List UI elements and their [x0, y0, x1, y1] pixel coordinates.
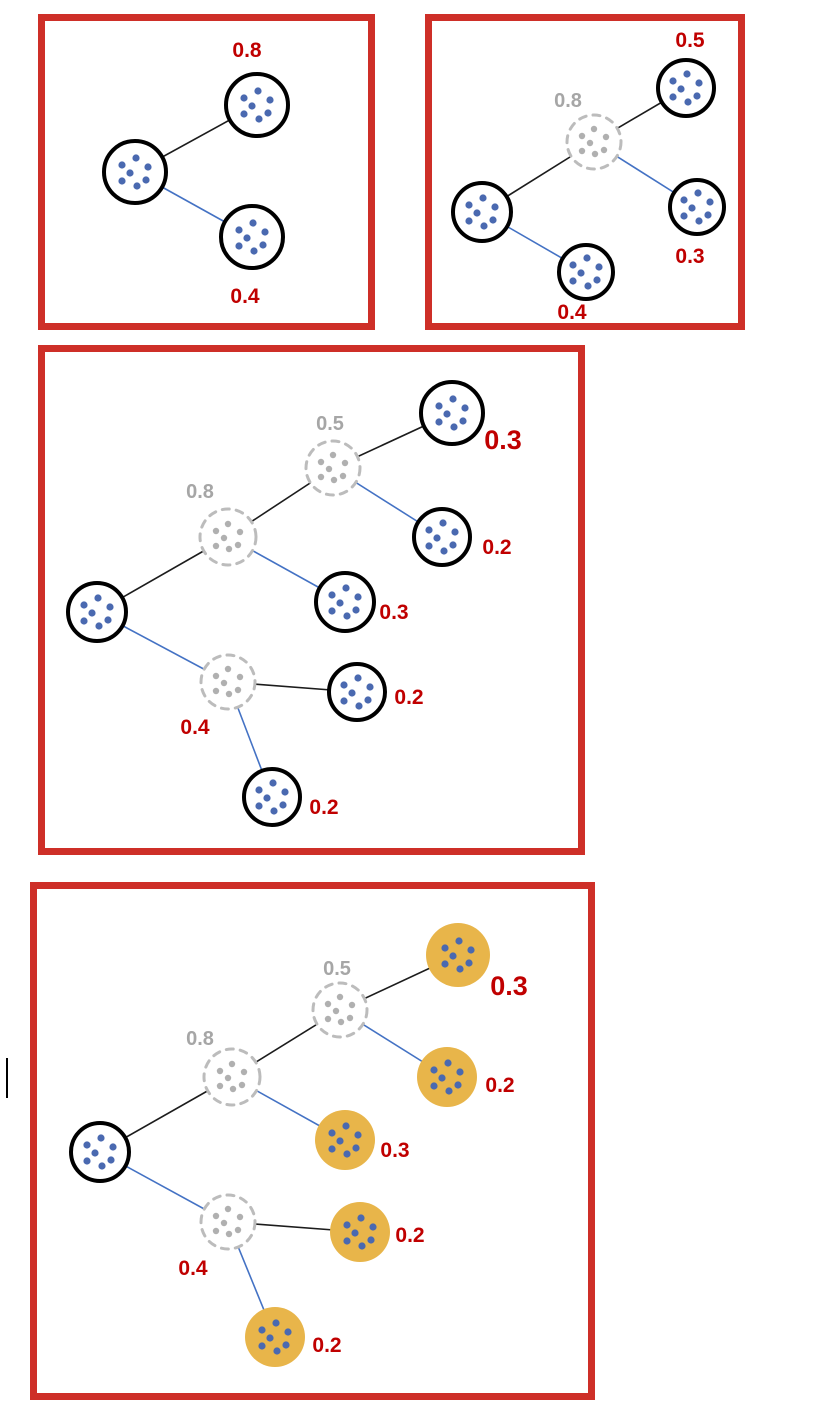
cluster-node [224, 72, 290, 138]
panel-step-4: 0.5 0.8 0.3 0.2 0.3 0.4 0.2 0.2 [30, 882, 595, 1400]
probability-label: 0.2 [309, 796, 338, 819]
ghost-cluster-node [311, 981, 369, 1039]
step-2-diagram: 0.5 0.8 0.3 0.4 [451, 29, 726, 323]
probability-label: 0.3 [675, 245, 704, 268]
probability-label-emphasis: 0.3 [484, 425, 522, 455]
text-cursor-artifact [6, 1058, 8, 1098]
step-4-diagram: 0.5 0.8 0.3 0.2 0.3 0.4 0.2 0.2 [69, 923, 528, 1367]
ghost-cluster-node [304, 439, 362, 497]
cluster-node [314, 571, 376, 633]
probability-label: 0.2 [485, 1074, 514, 1097]
highlighted-cluster-node [330, 1202, 390, 1262]
ghost-probability-label: 0.8 [554, 90, 582, 112]
probability-label: 0.2 [395, 1224, 424, 1247]
probability-label: 0.2 [312, 1334, 341, 1357]
cluster-node [219, 204, 285, 270]
highlighted-cluster-node [245, 1307, 305, 1367]
ghost-probability-label: 0.5 [316, 413, 344, 435]
root-cluster-node [69, 1121, 131, 1183]
ghost-cluster-node [199, 653, 257, 711]
probability-label: 0.4 [180, 716, 210, 739]
root-cluster-node [102, 139, 168, 205]
probability-label: 0.2 [482, 536, 511, 559]
probability-label: 0.4 [230, 285, 260, 308]
probability-label: 0.3 [379, 601, 408, 624]
step-3-diagram: 0.5 0.8 0.3 0.2 0.3 0.4 0.2 0.2 [66, 380, 522, 827]
root-cluster-node [451, 181, 513, 243]
highlighted-cluster-node [426, 923, 490, 987]
ghost-cluster-node [199, 1193, 257, 1251]
probability-label: 0.5 [675, 29, 705, 52]
cluster-node [419, 380, 485, 446]
cluster-node [656, 58, 716, 118]
probability-label: 0.3 [380, 1139, 409, 1162]
cluster-node [327, 662, 387, 722]
probability-label: 0.4 [178, 1257, 208, 1280]
probability-label: 0.4 [557, 301, 587, 323]
cluster-node [557, 243, 615, 301]
probability-label: 0.2 [394, 686, 423, 709]
ghost-cluster-node [565, 113, 623, 171]
ghost-probability-label: 0.8 [186, 481, 214, 503]
cluster-node [668, 178, 726, 236]
probability-label: 0.8 [232, 39, 262, 62]
ghost-probability-label: 0.5 [323, 958, 351, 980]
panel-step-2: 0.5 0.8 0.3 0.4 [425, 14, 745, 330]
ghost-cluster-node [198, 507, 258, 567]
panel-step-1: 0.8 0.4 [38, 14, 375, 330]
panel-step-3: 0.5 0.8 0.3 0.2 0.3 0.4 0.2 0.2 [38, 345, 585, 855]
root-cluster-node [66, 581, 128, 643]
cluster-node [412, 507, 472, 567]
highlighted-cluster-node [315, 1110, 375, 1170]
highlighted-cluster-node [417, 1047, 477, 1107]
cluster-node [242, 767, 302, 827]
ghost-probability-label: 0.8 [186, 1028, 214, 1050]
ghost-cluster-node [202, 1047, 262, 1107]
probability-label-emphasis: 0.3 [490, 971, 528, 1001]
step-1-diagram: 0.8 0.4 [102, 39, 290, 308]
